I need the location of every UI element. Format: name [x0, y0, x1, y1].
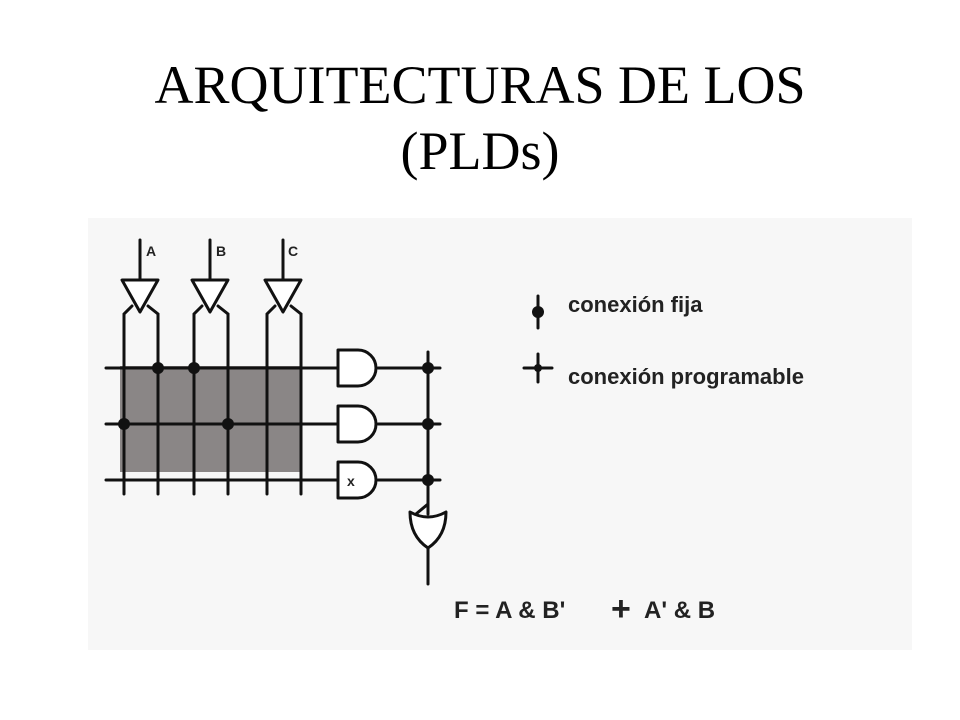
legend-programmable-label: conexión programable: [568, 364, 804, 389]
or-bus-dot: [422, 418, 434, 430]
pld-diagram: A B C x conexión fija: [88, 218, 912, 650]
input-label-b: B: [216, 243, 226, 259]
slide-title-line-1: ARQUITECTURAS DE LOS: [154, 55, 806, 115]
input-label-a: A: [146, 243, 156, 259]
legend-fixed-label: conexión fija: [568, 292, 703, 317]
input-label-c: C: [288, 243, 298, 259]
formula-plus: +: [611, 590, 631, 628]
and-array-block: [120, 366, 300, 472]
input-b-branch: [192, 304, 230, 496]
or-gate: [408, 510, 448, 550]
and-gate-3: [336, 460, 378, 500]
fixed-connection-dot: [188, 362, 200, 374]
input-buffer-c: [263, 278, 303, 314]
input-buffer-a: [120, 278, 160, 314]
or-bus-dot: [422, 474, 434, 486]
input-a-branch: [122, 304, 160, 496]
and-gate-1: [336, 348, 378, 388]
fixed-connection-dot: [118, 418, 130, 430]
and-gate-2: [336, 404, 378, 444]
or-bus-dot: [422, 362, 434, 374]
fixed-connection-dot: [152, 362, 164, 374]
programmable-connection-symbol-dot: [534, 364, 542, 372]
slide-title-line-2: (PLDs): [400, 121, 560, 181]
input-c-branch: [265, 304, 303, 496]
slide-title: ARQUITECTURAS DE LOS (PLDs): [0, 52, 960, 184]
formula-rhs: A' & B: [644, 597, 715, 624]
fixed-connection-symbol-dot: [532, 306, 544, 318]
fixed-connection-dot: [222, 418, 234, 430]
and-gate-3-mark: x: [347, 473, 355, 489]
or-input-left: [414, 478, 430, 516]
input-buffer-b: [190, 278, 230, 314]
formula-lhs: F = A & B': [454, 597, 565, 624]
